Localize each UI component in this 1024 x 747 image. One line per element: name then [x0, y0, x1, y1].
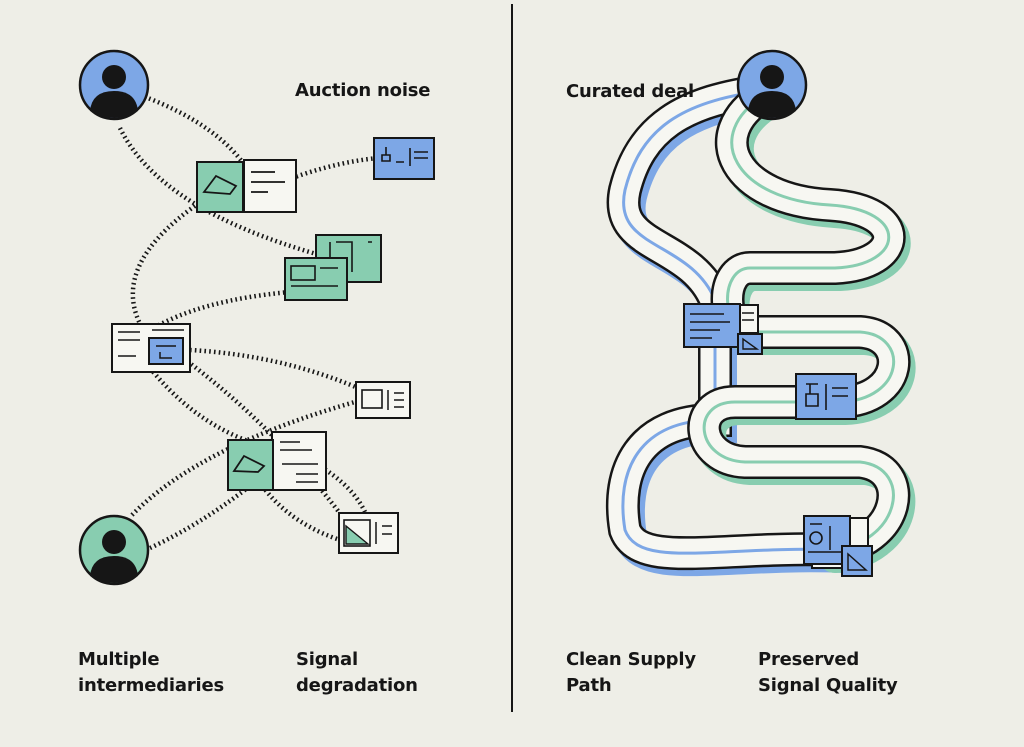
- outline-ad-card-icon: [355, 381, 411, 419]
- auction-noise-heading: Auction noise: [295, 80, 431, 101]
- outline-image-card-icon: [338, 512, 399, 554]
- caption-clean-supply-path: Clean Supply Path: [566, 647, 696, 699]
- text-card-icon: [111, 323, 191, 373]
- caption-line: Path: [566, 675, 612, 696]
- stacked-ad-card-icon: [284, 234, 382, 301]
- signal-lane-blue: [621, 88, 841, 555]
- caption-line: degradation: [296, 675, 418, 696]
- caption-multiple-intermediaries: Multiple intermediaries: [78, 647, 224, 699]
- curated-supply-path: [605, 73, 916, 577]
- ad-card-icon: [243, 159, 297, 213]
- stacked-ad-card-icon: [803, 515, 873, 577]
- publisher-avatar-icon: [736, 49, 808, 121]
- connection-line: [170, 348, 347, 522]
- image-card-icon: [227, 439, 274, 491]
- caption-preserved-signal-quality: Preserved Signal Quality: [758, 647, 898, 699]
- connection-line: [139, 92, 261, 191]
- caption-line: Signal: [296, 649, 358, 670]
- curated-deal-heading: Curated deal: [566, 81, 695, 102]
- blue-ad-card-icon: [373, 137, 435, 180]
- publisher-avatar-icon: [78, 49, 150, 121]
- connection-line: [189, 347, 359, 391]
- ad-card-icon: [683, 303, 763, 355]
- buyer-avatar-icon: [78, 514, 150, 586]
- blue-ad-card-icon: [795, 373, 857, 420]
- connection-line: [149, 468, 272, 551]
- caption-line: Multiple: [78, 649, 160, 670]
- connection-line: [117, 127, 321, 258]
- signal-lane-green: [702, 93, 896, 552]
- caption-line: Clean Supply: [566, 649, 696, 670]
- caption-signal-degradation: Signal degradation: [296, 647, 418, 699]
- connection-line: [148, 289, 291, 332]
- caption-line: intermediaries: [78, 675, 225, 696]
- text-card-icon: [271, 431, 327, 491]
- image-card-icon: [196, 161, 244, 213]
- connection-line: [250, 468, 341, 543]
- caption-line: Preserved: [758, 649, 860, 670]
- caption-line: Signal Quality: [758, 675, 898, 696]
